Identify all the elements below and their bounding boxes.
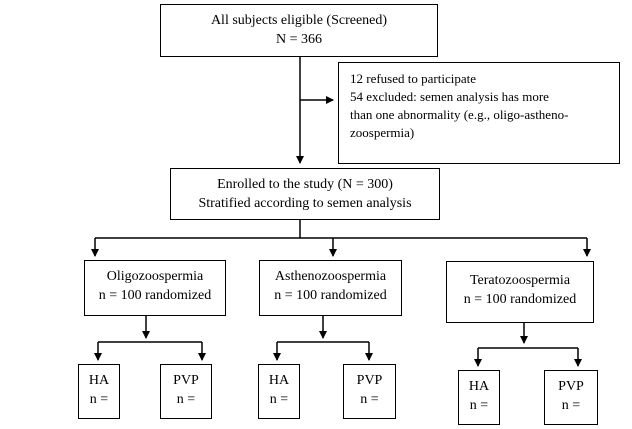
oligo-ha-box: HA n = bbox=[78, 364, 120, 419]
terato-pvp-n: n = bbox=[561, 398, 581, 413]
excluded-box: 12 refused to participate 54 excluded: s… bbox=[338, 62, 620, 164]
screened-box: All subjects eligible (Screened) N = 366 bbox=[160, 4, 438, 57]
astheno-box: Asthenozoospermia n = 100 randomized bbox=[259, 260, 402, 316]
terato-ha-box: HA n = bbox=[458, 370, 500, 425]
terato-box: Teratozoospermia n = 100 randomized bbox=[446, 261, 594, 323]
terato-name: Teratozoospermia bbox=[469, 273, 571, 288]
oligo-pvp-n: n = bbox=[176, 392, 196, 407]
oligo-pvp-box: PVP n = bbox=[160, 364, 212, 419]
oligo-box: Oligozoospermia n = 100 randomized bbox=[84, 260, 226, 316]
terato-pvp-label: PVP bbox=[558, 379, 584, 394]
astheno-ha-label: HA bbox=[268, 373, 290, 388]
astheno-pvp-n: n = bbox=[360, 392, 379, 407]
enrolled-box: Enrolled to the study (N = 300) Stratifi… bbox=[170, 168, 440, 220]
screened-count: N = 366 bbox=[275, 32, 322, 47]
astheno-ha-n: n = bbox=[269, 392, 289, 407]
excluded-reason-end: zoospermia) bbox=[350, 125, 415, 140]
astheno-ha-box: HA n = bbox=[258, 364, 300, 419]
terato-ha-label: HA bbox=[468, 379, 490, 394]
astheno-n: n = 100 randomized bbox=[274, 288, 387, 303]
terato-n: n = 100 randomized bbox=[463, 292, 577, 307]
oligo-ha-n: n = bbox=[89, 392, 109, 407]
excluded-refused: 12 refused to participate bbox=[350, 71, 476, 86]
terato-ha-n: n = bbox=[469, 398, 489, 413]
enrolled-stratified: Stratified according to semen analysis bbox=[198, 196, 412, 211]
oligo-pvp-label: PVP bbox=[173, 373, 199, 388]
excluded-reason-cont: than one abnormality (e.g., oligo-asthen… bbox=[350, 107, 569, 122]
oligo-ha-label: HA bbox=[88, 373, 110, 388]
enrolled-title: Enrolled to the study (N = 300) bbox=[217, 177, 393, 192]
astheno-pvp-box: PVP n = bbox=[343, 364, 396, 419]
terato-pvp-box: PVP n = bbox=[544, 370, 598, 425]
excluded-reason: 54 excluded: semen analysis has more bbox=[350, 89, 549, 104]
astheno-name: Asthenozoospermia bbox=[274, 269, 387, 284]
astheno-pvp-label: PVP bbox=[356, 373, 383, 388]
screened-title: All subjects eligible (Screened) bbox=[210, 13, 388, 28]
oligo-n: n = 100 randomized bbox=[98, 288, 212, 303]
oligo-name: Oligozoospermia bbox=[106, 269, 204, 284]
